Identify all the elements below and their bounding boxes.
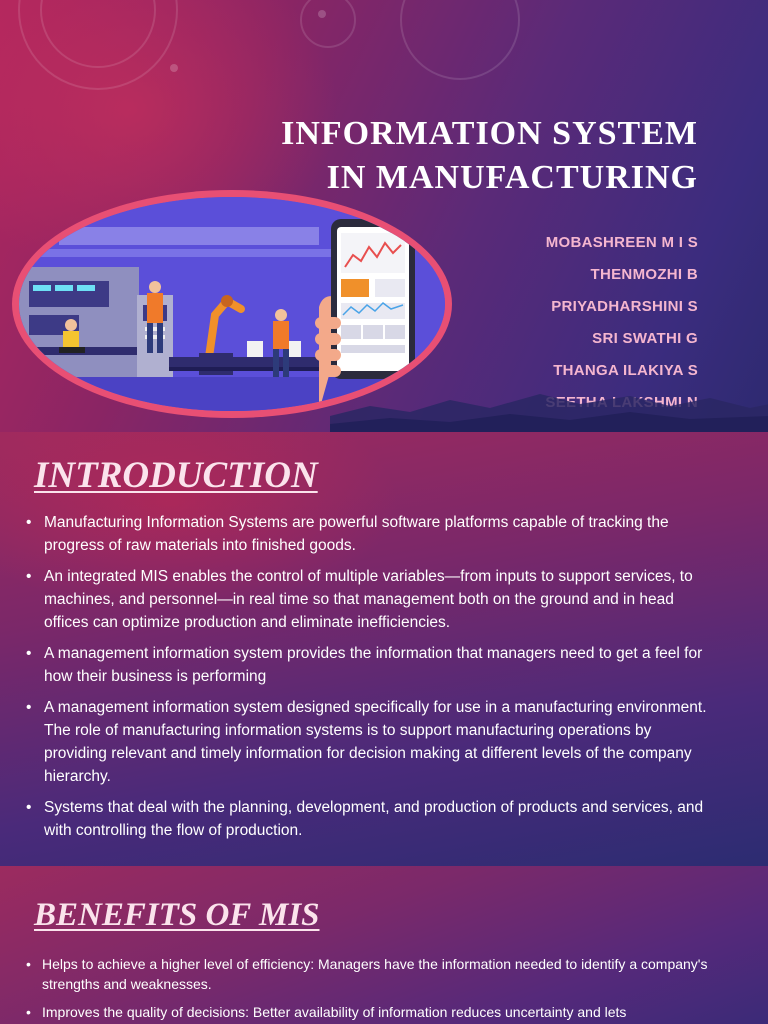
decorative-ring xyxy=(400,0,520,80)
factory-illustration xyxy=(12,190,452,418)
benefits-heading: BENEFITS OF MIS xyxy=(34,897,320,933)
list-item: Manufacturing Information Systems are po… xyxy=(26,511,714,557)
list-item: A management information system provides… xyxy=(26,642,714,688)
title-slide: INFORMATION SYSTEM IN MANUFACTURING MOBA… xyxy=(0,0,768,432)
list-item: A management information system designed… xyxy=(26,696,714,788)
slide-title: INFORMATION SYSTEM IN MANUFACTURING xyxy=(258,112,698,200)
author-name: MOBASHREEN M I S xyxy=(545,234,698,251)
benefits-bullet-list: Helps to achieve a higher level of effic… xyxy=(26,954,742,1024)
factory-automation-icon xyxy=(19,197,445,411)
title-line-2: IN MANUFACTURING xyxy=(326,159,698,196)
list-item: Improves the quality of decisions: Bette… xyxy=(26,1002,742,1022)
decorative-ring xyxy=(300,0,356,48)
title-line-1: INFORMATION SYSTEM xyxy=(281,115,698,152)
introduction-bullet-list: Manufacturing Information Systems are po… xyxy=(26,511,714,850)
introduction-slide: INTRODUCTION Manufacturing Information S… xyxy=(0,432,768,866)
mountain-silhouette xyxy=(330,394,768,432)
author-name: PRIYADHARSHINI S xyxy=(551,298,698,315)
benefits-slide: BENEFITS OF MIS Helps to achieve a highe… xyxy=(0,866,768,1024)
decorative-dot xyxy=(170,64,178,72)
author-name: THENMOZHI B xyxy=(590,266,698,283)
list-item: Systems that deal with the planning, dev… xyxy=(26,796,714,842)
list-item: An integrated MIS enables the control of… xyxy=(26,565,714,634)
list-item: Helps to achieve a higher level of effic… xyxy=(26,954,742,994)
decorative-dot xyxy=(318,10,326,18)
author-name: SRI SWATHI G xyxy=(592,330,698,347)
introduction-heading: INTRODUCTION xyxy=(34,455,318,496)
author-name: THANGA ILAKIYA S xyxy=(553,362,698,379)
